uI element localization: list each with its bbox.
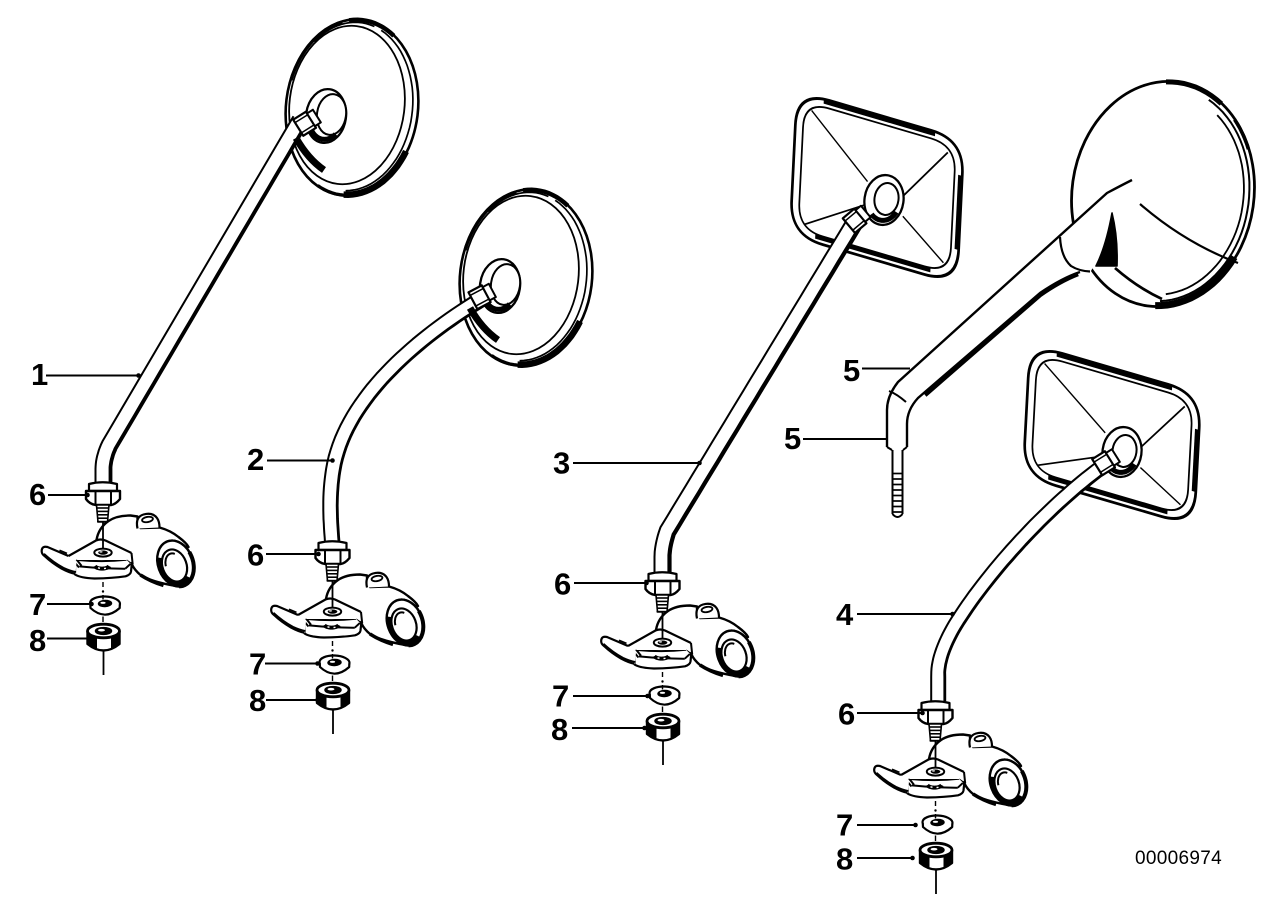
svg-text:3: 3 [553,446,570,481]
svg-text:7: 7 [836,808,853,843]
svg-text:8: 8 [29,623,46,658]
svg-text:8: 8 [836,842,853,877]
svg-text:6: 6 [247,538,264,573]
svg-text:7: 7 [29,587,46,622]
svg-text:8: 8 [551,712,568,747]
svg-text:4: 4 [836,597,854,632]
svg-text:7: 7 [249,647,266,682]
svg-text:6: 6 [554,567,571,602]
svg-text:6: 6 [29,477,46,512]
svg-text:00006974: 00006974 [1135,848,1222,869]
svg-text:2: 2 [247,442,264,477]
svg-text:8: 8 [249,683,266,718]
svg-text:1: 1 [31,357,48,392]
svg-text:5: 5 [843,353,860,388]
svg-text:7: 7 [552,679,569,714]
svg-text:5: 5 [784,421,801,456]
svg-text:6: 6 [838,697,855,732]
